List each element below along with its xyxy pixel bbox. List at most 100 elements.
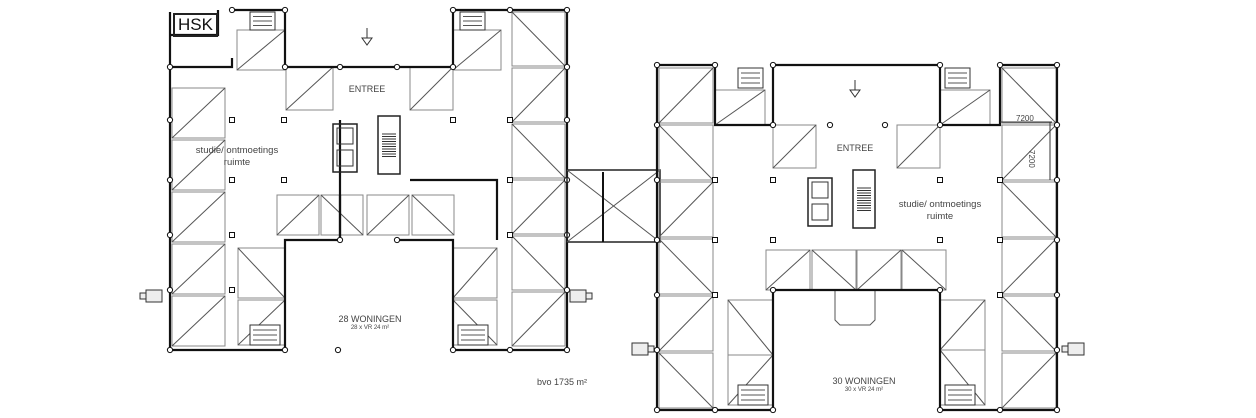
[object Object] <box>285 66 334 111</box>
ventilation-unit-icon <box>139 289 163 303</box>
common-room-line-2: ruimte <box>926 211 954 222</box>
housing-module <box>320 194 364 236</box>
[object Object] <box>511 179 566 235</box>
[object Object] <box>171 139 226 191</box>
housing-module <box>511 235 566 291</box>
lift <box>336 127 354 145</box>
column-square <box>712 292 718 298</box>
column <box>166 346 174 354</box>
column <box>936 286 944 294</box>
housing-module <box>658 238 714 295</box>
column <box>653 121 661 129</box>
[object Object] <box>658 352 714 409</box>
column <box>653 346 661 354</box>
column <box>166 231 174 239</box>
column-square <box>507 117 513 123</box>
column <box>1053 291 1061 299</box>
housing-module <box>658 67 714 124</box>
housing-module <box>171 139 226 191</box>
entrance-canopy <box>834 290 876 326</box>
[object Object] <box>236 29 286 71</box>
column <box>281 6 289 14</box>
units-label-left: 28 WONINGEN <box>338 314 402 324</box>
[object Object] <box>409 66 454 111</box>
total-area-label: bvo 1735 m² <box>536 377 588 387</box>
[object Object] <box>727 299 774 356</box>
column <box>653 406 661 414</box>
[object Object] <box>658 181 714 238</box>
[object Object] <box>939 89 991 126</box>
entrance-arrow-icon <box>361 28 373 46</box>
column <box>996 406 1004 414</box>
column <box>653 176 661 184</box>
[object Object] <box>727 354 774 406</box>
column-square <box>997 237 1003 243</box>
grid-dimension-horizontal: 7200 <box>1016 114 1034 123</box>
column-square <box>281 117 287 123</box>
column-square <box>507 232 513 238</box>
column <box>334 346 342 354</box>
column <box>936 61 944 69</box>
lift-core <box>807 177 833 227</box>
entrance-arrow-icon <box>849 80 861 98</box>
column <box>653 236 661 244</box>
wall <box>410 178 499 240</box>
column <box>936 121 944 129</box>
[object Object] <box>1001 181 1057 238</box>
column-square <box>229 232 235 238</box>
column <box>653 291 661 299</box>
housing-module <box>511 11 566 67</box>
column-square <box>937 177 943 183</box>
column <box>769 406 777 414</box>
ventilation-unit-icon <box>1061 342 1085 356</box>
[object Object] <box>452 247 498 299</box>
column-square <box>997 177 1003 183</box>
units-sub-right: 30 x VR 24 m² <box>844 387 884 393</box>
column <box>393 236 401 244</box>
[object Object] <box>276 194 320 236</box>
column <box>506 346 514 354</box>
column-square <box>229 287 235 293</box>
column <box>563 346 571 354</box>
column <box>1053 406 1061 414</box>
column <box>563 6 571 14</box>
column <box>1053 121 1061 129</box>
[object Object] <box>320 194 364 236</box>
units-sub-left: 28 x VR 24 m² <box>350 325 390 331</box>
[object Object] <box>939 299 986 351</box>
housing-module <box>772 124 817 169</box>
column-square <box>997 292 1003 298</box>
common-room-line-1: studie/ ontmoetings <box>898 199 982 210</box>
connector-diagonal <box>566 169 661 243</box>
[object Object] <box>658 295 714 352</box>
[object Object] <box>452 299 498 346</box>
column <box>449 346 457 354</box>
[object Object] <box>811 249 857 291</box>
column <box>449 6 457 14</box>
column-square <box>281 177 287 183</box>
column <box>336 236 344 244</box>
housing-module <box>171 295 226 347</box>
[object Object] <box>366 194 410 236</box>
column <box>996 61 1004 69</box>
housing-module <box>511 291 566 347</box>
column-square <box>507 177 513 183</box>
housing-module <box>658 352 714 409</box>
column <box>166 116 174 124</box>
[object Object] <box>171 191 226 243</box>
[object Object] <box>658 67 714 124</box>
[object Object] <box>1001 238 1057 295</box>
column <box>1053 346 1061 354</box>
lift-core <box>332 123 358 173</box>
housing-module <box>276 194 320 236</box>
column <box>563 63 571 71</box>
[object Object] <box>1001 67 1057 124</box>
column <box>881 121 889 129</box>
lift <box>811 203 829 221</box>
stair-core <box>852 169 876 229</box>
[object Object] <box>658 238 714 295</box>
housing-module <box>896 124 941 169</box>
entrance-label-left: ENTREE <box>348 84 386 94</box>
